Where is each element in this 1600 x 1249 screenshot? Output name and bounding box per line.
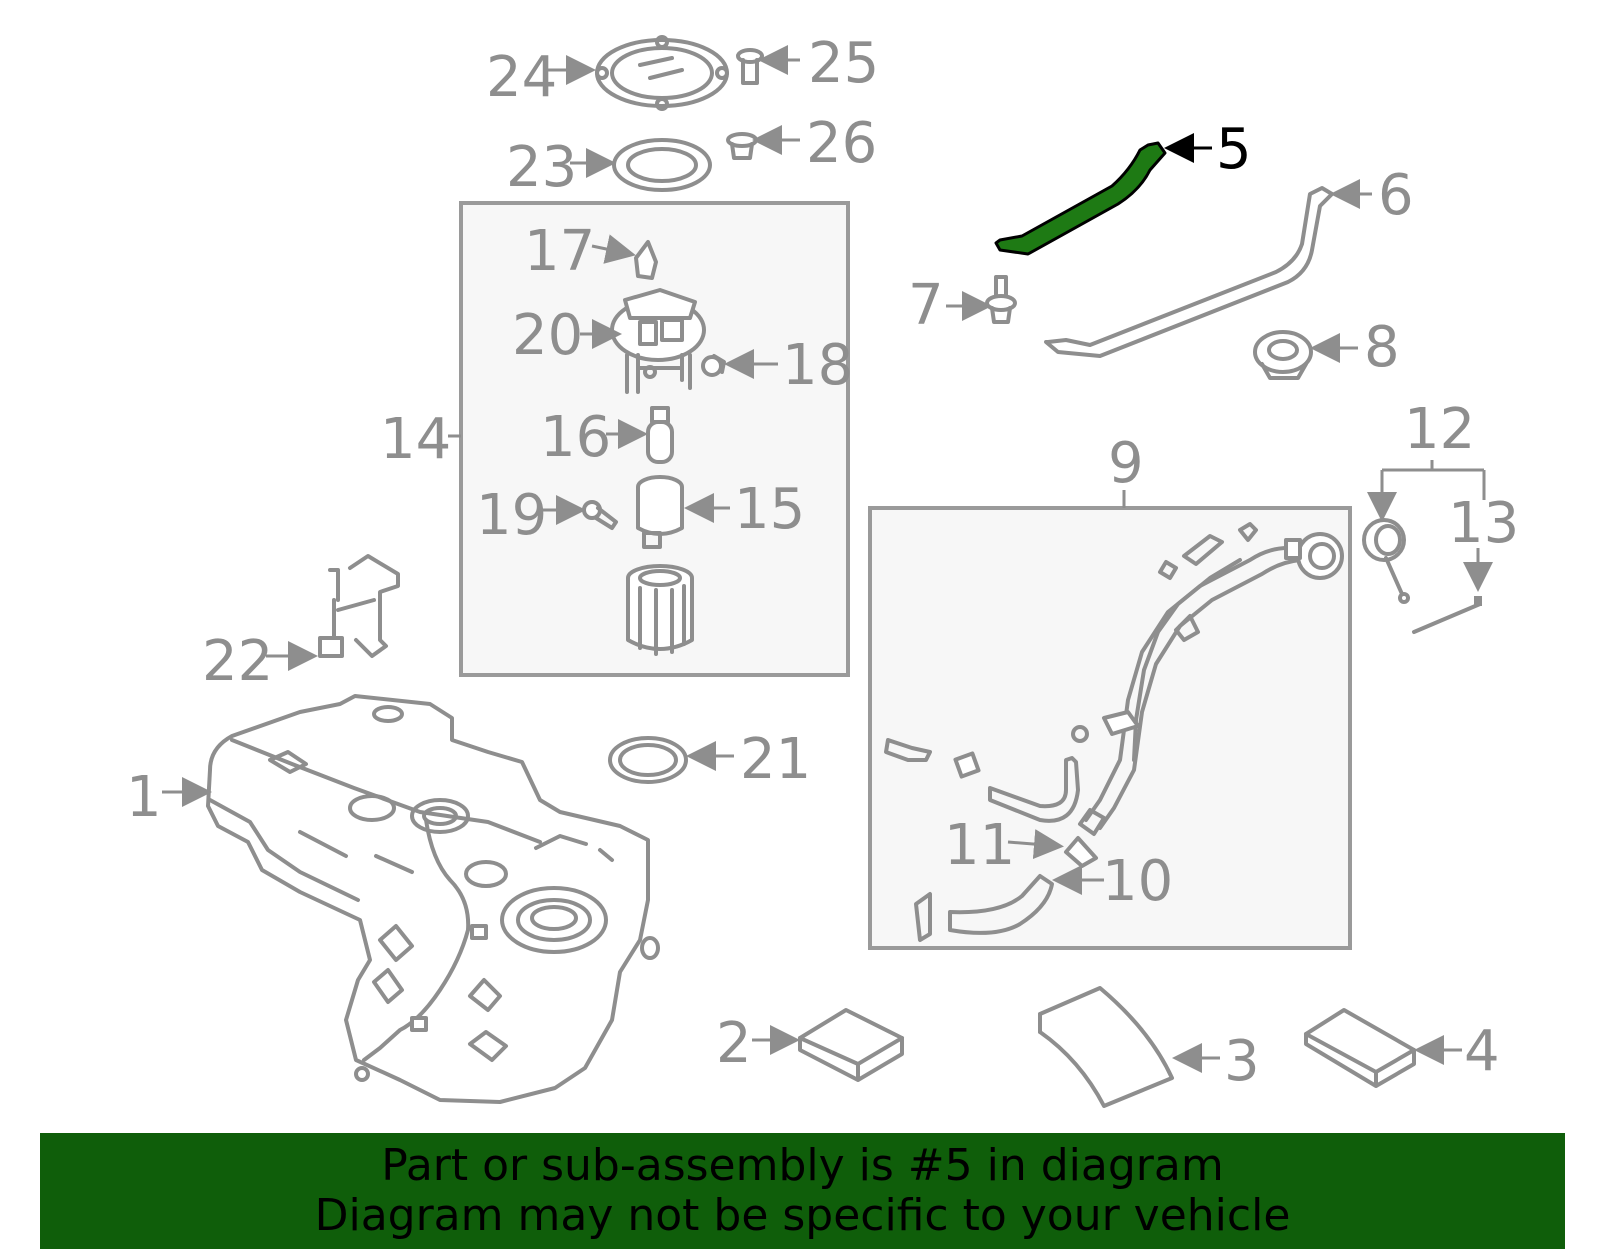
part-23-gasket bbox=[612, 138, 712, 192]
part-6-fuel-tank-strap bbox=[1044, 186, 1334, 358]
callout-1: 1 bbox=[126, 765, 162, 830]
callout-6: 6 bbox=[1378, 163, 1414, 228]
callout-13: 13 bbox=[1448, 491, 1519, 556]
part-3-insulator-pad bbox=[1038, 986, 1174, 1108]
callout-3: 3 bbox=[1224, 1029, 1260, 1094]
part-20-pump-module-top bbox=[610, 288, 706, 394]
callout-12: 12 bbox=[1404, 397, 1475, 462]
part-15-filter-housing bbox=[636, 475, 684, 549]
part-1-fuel-tank bbox=[206, 694, 660, 1104]
part-26-nut bbox=[726, 132, 758, 160]
part-4-insulator-pad bbox=[1304, 1008, 1416, 1088]
callout-11: 11 bbox=[944, 813, 1015, 878]
callout-2: 2 bbox=[716, 1011, 752, 1076]
part-12-fuel-cap bbox=[1362, 518, 1410, 604]
callout-23: 23 bbox=[506, 135, 577, 200]
callout-9: 9 bbox=[1108, 431, 1144, 496]
callout-26: 26 bbox=[806, 111, 877, 176]
part-5-fuel-tank-strap bbox=[994, 141, 1167, 256]
info-banner: Part or sub-assembly is #5 in diagram Di… bbox=[40, 1133, 1565, 1249]
part-10-hose bbox=[914, 874, 1054, 942]
callout-5: 5 bbox=[1216, 117, 1252, 182]
callout-21: 21 bbox=[740, 727, 811, 792]
part-11-clip bbox=[1064, 836, 1098, 868]
filler-neck-assembly bbox=[1071, 522, 1344, 836]
callout-8: 8 bbox=[1364, 315, 1400, 380]
part-8-grommet bbox=[1253, 330, 1313, 380]
callout-17: 17 bbox=[524, 219, 595, 284]
part-2-insulator-pad bbox=[798, 1008, 904, 1082]
callout-10: 10 bbox=[1102, 849, 1173, 914]
part-21-seal-ring bbox=[608, 736, 688, 784]
callout-25: 25 bbox=[808, 31, 879, 96]
part-7-bolt bbox=[985, 275, 1017, 324]
part-17-sensor bbox=[634, 240, 658, 280]
banner-line-1: Part or sub-assembly is #5 in diagram bbox=[381, 1140, 1224, 1191]
banner-line-2: Diagram may not be specific to your vehi… bbox=[314, 1190, 1291, 1241]
vent-hose bbox=[884, 738, 1080, 823]
part-18-clip bbox=[701, 354, 726, 377]
part-24-cover-plate bbox=[595, 35, 729, 111]
part-13-tether-rod bbox=[1412, 596, 1482, 634]
part-25-bolt bbox=[736, 48, 764, 85]
callout-15: 15 bbox=[734, 477, 805, 542]
filter-strainer bbox=[626, 564, 694, 656]
callout-16: 16 bbox=[540, 405, 611, 470]
callout-4: 4 bbox=[1464, 1019, 1500, 1084]
part-22-fuel-level-sender bbox=[318, 554, 400, 658]
callout-24: 24 bbox=[486, 45, 557, 110]
leader-lines bbox=[162, 45, 1493, 1073]
callout-7: 7 bbox=[908, 273, 944, 338]
part-16-fuel-pump bbox=[646, 406, 674, 464]
callout-20: 20 bbox=[512, 303, 583, 368]
callout-18: 18 bbox=[782, 333, 853, 398]
callout-14: 14 bbox=[380, 407, 451, 472]
callout-22: 22 bbox=[202, 629, 273, 694]
callout-19: 19 bbox=[476, 483, 547, 548]
